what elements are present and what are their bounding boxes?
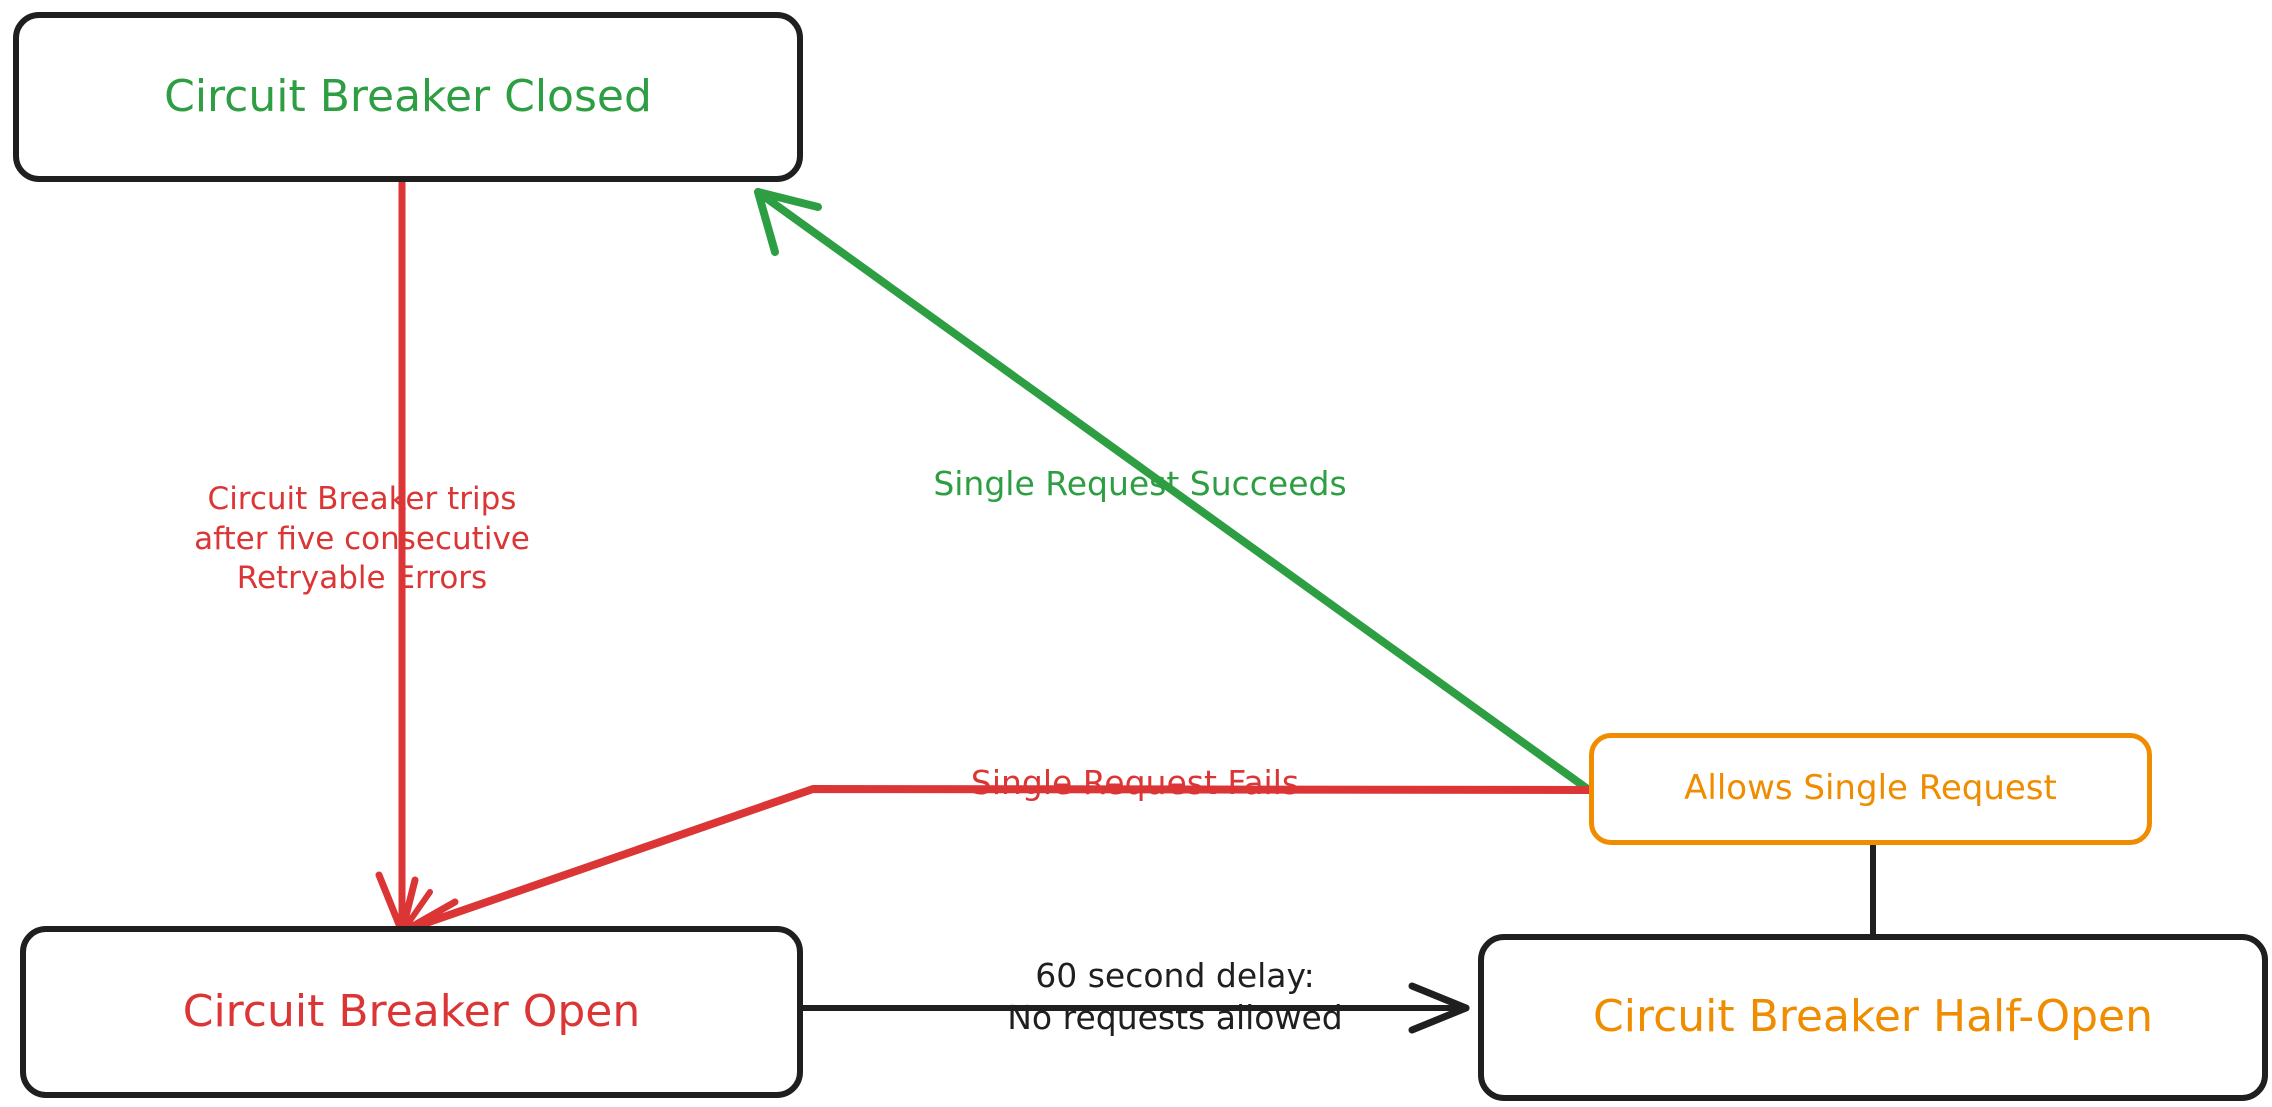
- node-label-allows-single-request: Allows Single Request: [1684, 768, 2057, 809]
- edge-open-to-halfopen: [800, 982, 1470, 1034]
- edge-allows-to-closed: [754, 188, 1593, 794]
- edge-closed-to-open: [375, 179, 433, 936]
- edge-allows-to-open: [400, 785, 1593, 935]
- node-circuit-breaker-open[interactable]: Circuit Breaker Open: [20, 926, 803, 1098]
- node-label-open: Circuit Breaker Open: [182, 985, 641, 1037]
- node-label-closed: Circuit Breaker Closed: [164, 70, 652, 122]
- node-circuit-breaker-closed[interactable]: Circuit Breaker Closed: [13, 12, 803, 182]
- node-label-half-open: Circuit Breaker Half-Open: [1593, 991, 2153, 1043]
- node-allows-single-request[interactable]: Allows Single Request: [1589, 733, 2152, 845]
- node-circuit-breaker-half-open[interactable]: Circuit Breaker Half-Open: [1478, 934, 2268, 1101]
